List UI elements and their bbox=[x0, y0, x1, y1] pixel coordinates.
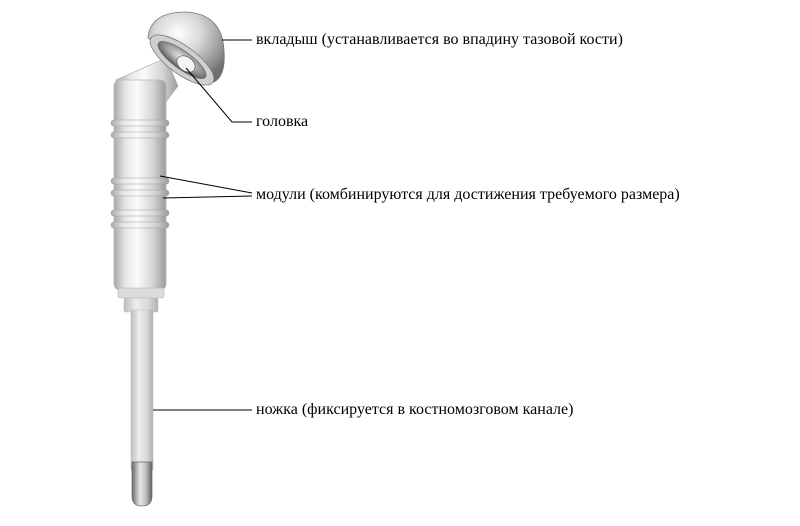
label-head: головка bbox=[256, 113, 309, 130]
implant-collar bbox=[117, 287, 165, 299]
module-rings bbox=[110, 119, 170, 229]
leader-line-modules-upper bbox=[159, 175, 253, 194]
implant-body bbox=[113, 79, 167, 291]
leader-lines bbox=[153, 39, 253, 411]
leader-line-modules-lower bbox=[162, 195, 253, 199]
label-stem: ножка (фиксируется в костномозговом кана… bbox=[256, 401, 574, 418]
leader-line-head bbox=[185, 67, 252, 123]
label-liner: вкладыш (устанавливается во впадину тазо… bbox=[256, 31, 623, 48]
label-modules: модули (комбинируются для достижения тре… bbox=[256, 186, 680, 203]
implant-stem bbox=[130, 309, 154, 471]
femoral-head bbox=[176, 55, 196, 73]
implant-stem-tip bbox=[131, 461, 153, 507]
